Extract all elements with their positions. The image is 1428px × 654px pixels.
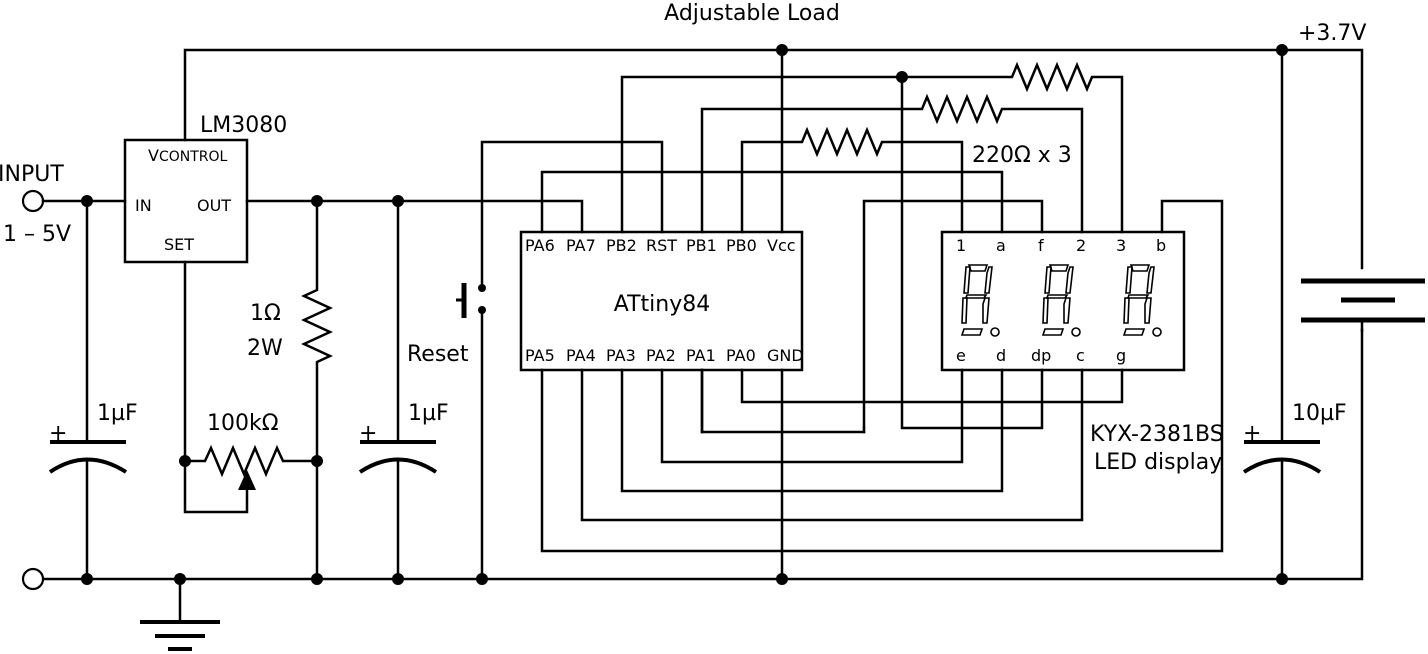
junction-dots <box>81 44 1288 585</box>
lm3080-name: LM3080 <box>200 113 287 138</box>
display-description: LED display <box>1094 450 1222 475</box>
lm3080-vcontrol-label: VCONTROL <box>148 146 228 165</box>
battery-symbol <box>1301 278 1425 332</box>
lm3080-out-label: OUT <box>197 196 231 215</box>
capacitor-c2 <box>358 199 438 581</box>
display-pin-f: f <box>1038 236 1044 255</box>
mcu-pin-vcc: Vcc <box>767 236 796 255</box>
mcu-pin-gnd: GND <box>767 346 804 365</box>
mcu-pin-rst: RST <box>646 236 677 255</box>
supply-rail <box>183 48 1364 270</box>
c3-plus: + <box>1243 421 1261 446</box>
segment-resistors-value: 220Ω x 3 <box>972 143 1072 168</box>
digit-2 <box>1041 264 1081 337</box>
mcu-pin-pa0: PA0 <box>726 346 756 365</box>
attiny84-name: ATtiny84 <box>614 292 710 317</box>
segment-resistor-2 <box>700 93 1084 234</box>
potentiometer-value: 100kΩ <box>207 411 279 436</box>
segment-resistor-1 <box>620 61 1124 234</box>
display-pin-c: c <box>1076 346 1085 365</box>
sense-resistor-value: 1Ω <box>250 301 281 326</box>
c2-plus: + <box>359 421 377 446</box>
mcu-pin-pa7: PA7 <box>566 236 596 255</box>
input-range-label: 1 – 5V <box>3 222 71 247</box>
sense-resistor-power: 2W <box>247 336 283 361</box>
interconnect-wires <box>540 75 1224 553</box>
mcu-pin-pa4: PA4 <box>566 346 596 365</box>
display-pin-1: 1 <box>956 236 966 255</box>
input-label: INPUT <box>0 162 64 187</box>
mcu-pin-pb1: PB1 <box>686 236 717 255</box>
digit-3 <box>1122 264 1162 337</box>
mcu-pin-pa1: PA1 <box>686 346 716 365</box>
digit-1 <box>960 264 1000 337</box>
display-pin-b: b <box>1156 236 1166 255</box>
supply-voltage-label: +3.7V <box>1298 21 1366 46</box>
ground-symbol <box>140 577 220 651</box>
display-part-number: KYX-2381BS <box>1090 422 1224 447</box>
c1-value: 1µF <box>97 401 138 426</box>
mcu-pin-pa6: PA6 <box>525 236 555 255</box>
display-pin-2: 2 <box>1076 236 1086 255</box>
ground-terminal <box>21 567 45 591</box>
potentiometer <box>183 444 319 490</box>
c3-value: 10µF <box>1292 401 1347 426</box>
display-pin-3: 3 <box>1116 236 1126 255</box>
input-terminal <box>21 189 45 213</box>
mcu-pin-pa5: PA5 <box>525 346 555 365</box>
diagram-title: Adjustable Load <box>664 1 840 26</box>
mcu-pin-pa3: PA3 <box>606 346 636 365</box>
display-pin-d: d <box>996 346 1006 365</box>
sense-resistor <box>301 199 333 581</box>
mcu-pin-pb0: PB0 <box>726 236 757 255</box>
segment-resistor-3 <box>740 126 964 234</box>
reset-label: Reset <box>407 342 469 367</box>
mcu-pin-pa2: PA2 <box>646 346 676 365</box>
led-display <box>940 230 1186 372</box>
display-pin-a: a <box>996 236 1006 255</box>
capacitor-c1 <box>48 199 128 581</box>
mcu-pin-pb2: PB2 <box>606 236 637 255</box>
capacitor-c3 <box>1242 48 1322 581</box>
display-pin-dp: dp <box>1031 346 1051 365</box>
display-pin-g: g <box>1116 346 1126 365</box>
lm3080-set-label: SET <box>164 235 194 254</box>
c2-value: 1µF <box>408 401 449 426</box>
reset-button <box>456 140 664 581</box>
c1-plus: + <box>49 421 67 446</box>
lm3080-in-label: IN <box>135 196 152 215</box>
display-pin-e: e <box>956 346 966 365</box>
